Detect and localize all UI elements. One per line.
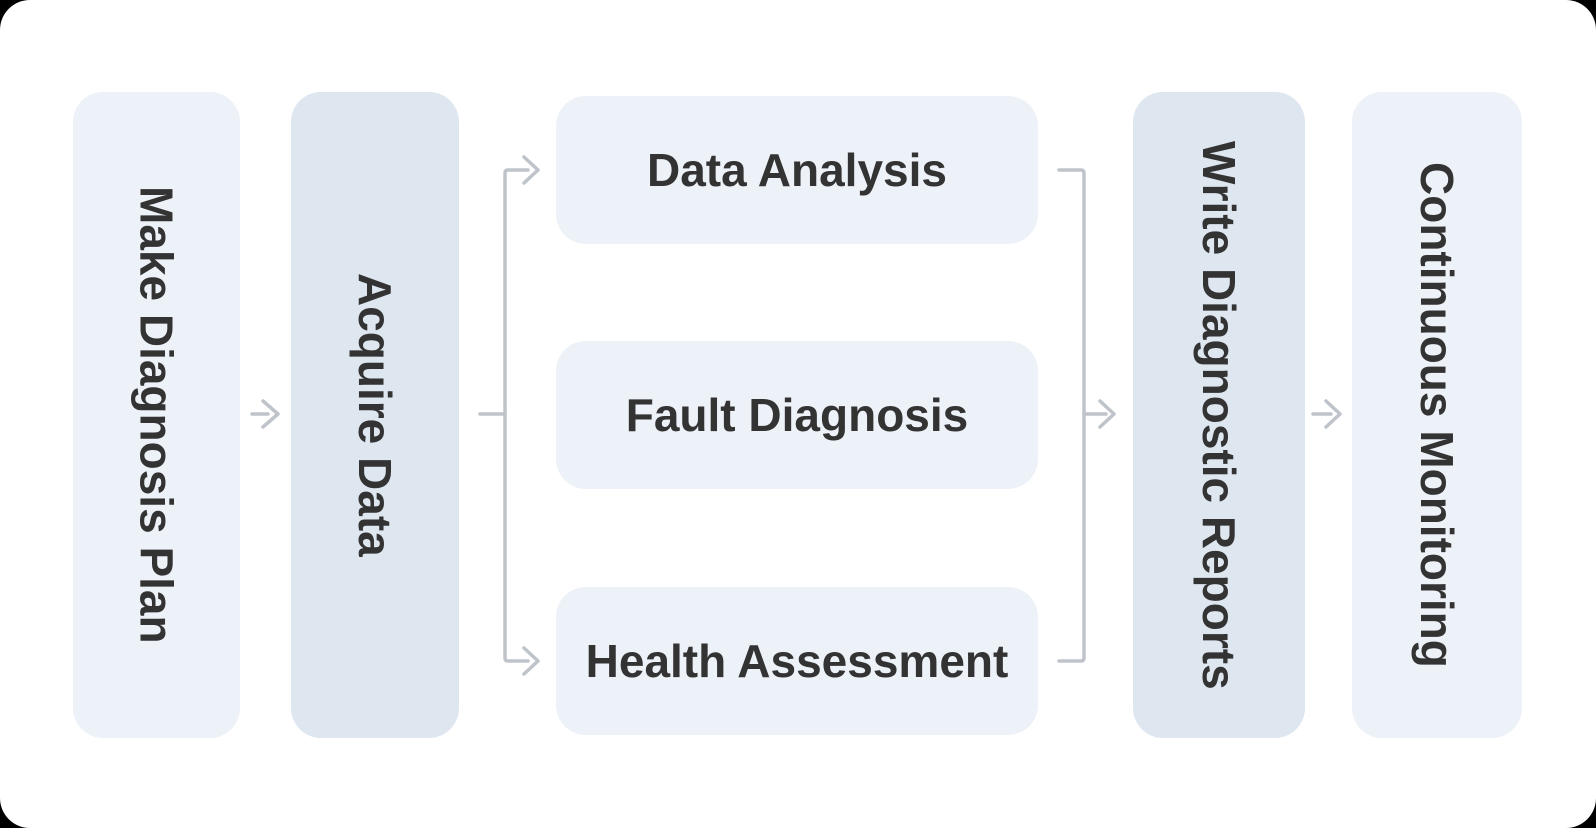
node-write-diagnostic-reports: Write Diagnostic Reports [1133,92,1305,738]
node-make-diagnosis-plan-label: Make Diagnosis Plan [130,186,183,644]
node-acquire-data: Acquire Data [291,92,459,738]
edge-health-assessment-to-merge [1057,412,1086,663]
arrow-head-to-write-reports [1098,399,1116,429]
node-data-analysis: Data Analysis [556,96,1038,244]
node-health-assessment: Health Assessment [556,587,1038,735]
arrow-head-to-monitoring [1324,399,1342,429]
node-data-analysis-label: Data Analysis [647,144,947,196]
node-fault-diagnosis-label: Fault Diagnosis [625,389,969,441]
edge-acquire-to-health-assessment [503,412,530,663]
edge-acquire-to-data-analysis [503,168,530,416]
node-fault-diagnosis: Fault Diagnosis [556,341,1038,489]
node-continuous-monitoring: Continuous Monitoring [1352,92,1522,738]
node-continuous-monitoring-label: Continuous Monitoring [1411,162,1463,668]
node-acquire-data-label: Acquire Data [349,273,401,557]
node-make-diagnosis-plan: Make Diagnosis Plan [73,92,240,738]
arrow-head-make-to-acquire [261,399,280,429]
edge-data-analysis-to-merge [1057,168,1086,416]
arrow-head-to-data-analysis [522,155,540,185]
node-write-diagnostic-reports-label: Write Diagnostic Reports [1193,140,1245,690]
node-health-assessment-label: Health Assessment [585,635,1009,687]
arrow-head-to-health-assessment [522,646,540,676]
